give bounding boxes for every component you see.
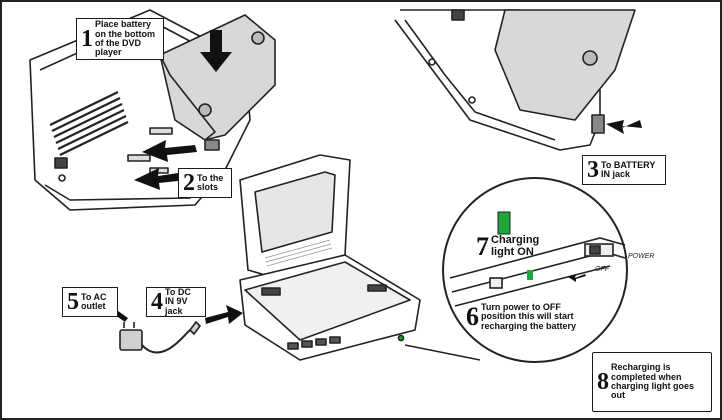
step-4-text: To DC IN 9V jack (165, 288, 201, 316)
step-8-number: 8 (597, 370, 609, 394)
step-4-number: 4 (151, 290, 163, 314)
step-2-number: 2 (183, 171, 195, 195)
step-7-number: 7 (476, 234, 489, 260)
switch-off-label: OFF (595, 266, 610, 273)
arrow-to-dc-in (205, 305, 243, 324)
step-3-label: 3 To BATTERY IN jack (582, 155, 666, 185)
step-7-text: Charging light ON (491, 235, 556, 258)
charging-light-indicator-lower (527, 270, 533, 280)
arrow-to-battery-jack (606, 120, 642, 134)
step-2-label: 2 To the slots (178, 168, 232, 198)
step-6-text: Turn power to OFF position this will sta… (481, 303, 584, 331)
step-3-text: To BATTERY IN jack (601, 161, 661, 180)
step-7-label: 7 Charging light ON (476, 232, 556, 262)
dvd-player (240, 155, 420, 360)
switch-power-label: POWER (628, 253, 654, 260)
step-6-number: 6 (466, 304, 479, 330)
step-8-text: Recharging is completed when charging li… (611, 363, 707, 401)
step-5-number: 5 (67, 290, 79, 314)
step-2-text: To the slots (197, 174, 227, 193)
ac-adapter (120, 322, 200, 353)
step-3-number: 3 (587, 158, 599, 182)
step-4-label: 4 To DC IN 9V jack (146, 287, 206, 317)
step-5-text: To AC outlet (81, 293, 113, 312)
step-1-label: 1 Place battery on the bottom of the DVD… (76, 18, 164, 60)
step-5-label: 5 To AC outlet (62, 287, 118, 317)
zoom-pointer (405, 345, 480, 360)
step-6-label: 6 Turn power to OFF position this will s… (466, 292, 584, 342)
charging-light-indicator-upper (498, 212, 510, 234)
step-1-text: Place battery on the bottom of the DVD p… (95, 20, 159, 58)
step-8-label: 8 Recharging is completed when charging … (592, 352, 712, 412)
step-1-number: 1 (81, 27, 93, 51)
